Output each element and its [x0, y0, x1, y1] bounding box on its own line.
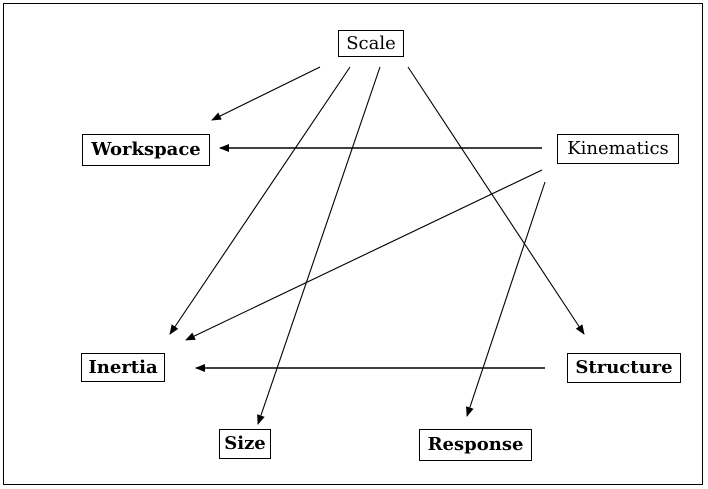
node-size: Size [219, 429, 271, 459]
diagram-frame [3, 3, 703, 485]
edge-scale-to-workspace [211, 66, 321, 121]
node-structure: Structure [567, 353, 681, 383]
node-scale: Scale [338, 30, 404, 57]
edge-scale-to-structure [407, 66, 585, 335]
node-kinematics: Kinematics [557, 134, 679, 164]
edge-scale-to-inertia [169, 66, 351, 335]
node-response: Response [419, 429, 532, 461]
edge-kinematics-to-inertia [185, 169, 543, 341]
node-inertia: Inertia [81, 353, 165, 382]
edge-scale-to-size [257, 66, 381, 425]
edge-kinematics-to-response [466, 181, 546, 417]
node-workspace: Workspace [82, 134, 210, 166]
